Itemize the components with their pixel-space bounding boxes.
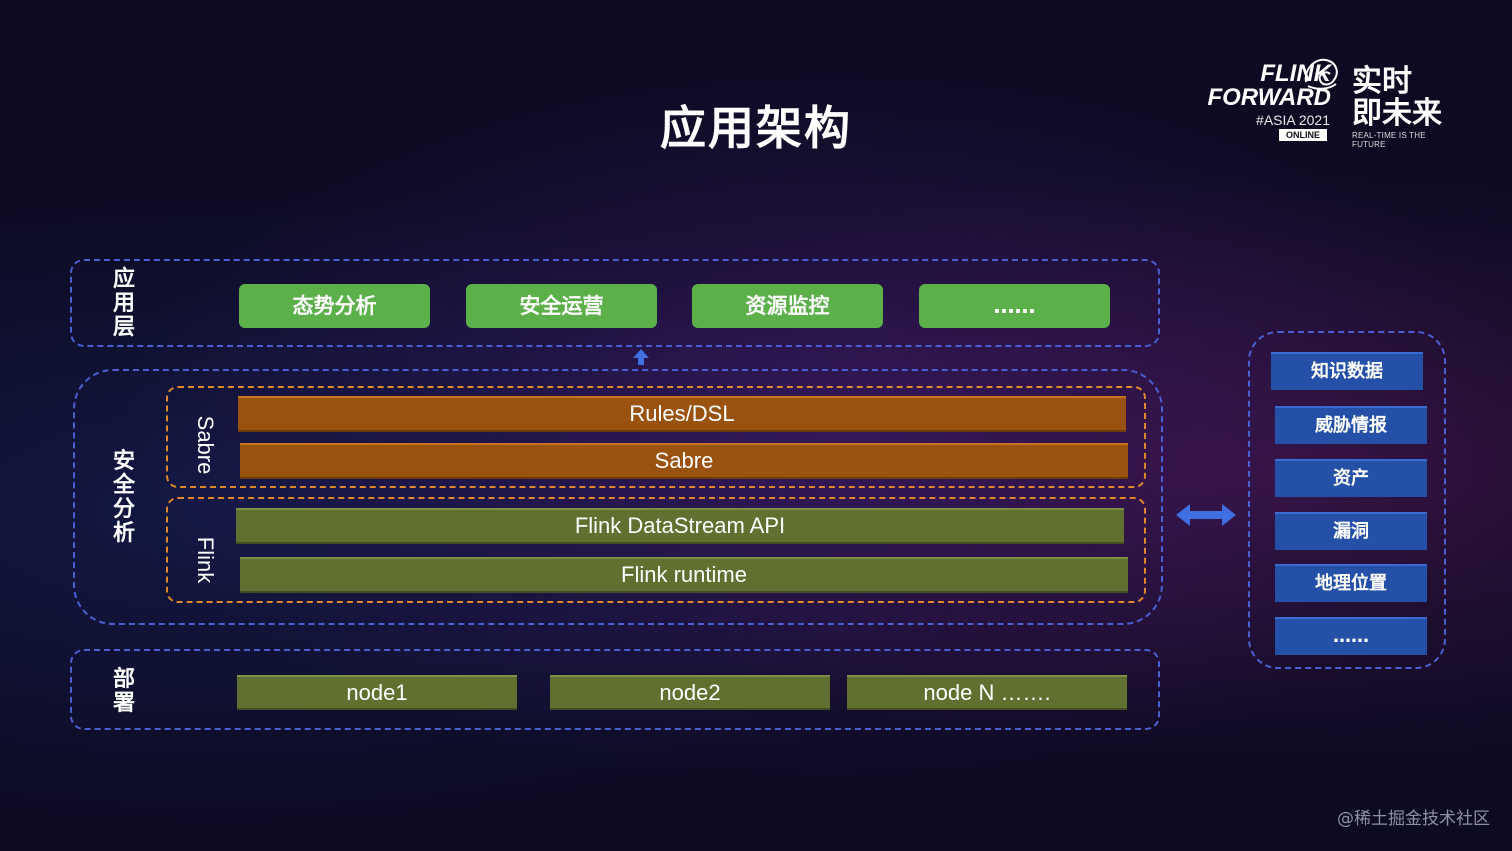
node-2: node2: [550, 675, 830, 710]
double-arrow-icon: [1176, 504, 1236, 526]
knowledge-item-vulnerabilities[interactable]: 漏洞: [1275, 512, 1427, 550]
security-layer-label-text: 安 全 分 析: [112, 449, 135, 546]
app-item-more[interactable]: ……: [919, 284, 1110, 328]
bar-sabre: Sabre: [240, 443, 1128, 479]
flink-group-label: Flink: [193, 536, 218, 584]
flink-group-frame: [166, 497, 1146, 603]
deploy-layer-label-text: 部 署: [112, 667, 135, 716]
logo-tagline: REAL-TIME IS THE FUTURE: [1352, 131, 1426, 149]
node-n: node N …….: [847, 675, 1127, 710]
logo-flink-text: FLINK FORWARD: [1196, 62, 1331, 110]
knowledge-item-assets[interactable]: 资产: [1275, 459, 1427, 497]
knowledge-item-threat-intel[interactable]: 威胁情报: [1275, 406, 1427, 444]
arrow-up-icon: [633, 349, 649, 365]
security-layer-label: 安 全 分 析: [110, 450, 138, 546]
knowledge-item-data[interactable]: 知识数据: [1271, 352, 1423, 390]
knowledge-item-geolocation[interactable]: 地理位置: [1275, 564, 1427, 602]
app-layer-frame: [70, 259, 1160, 347]
logo-asia-text: #ASIA 2021: [1256, 112, 1330, 128]
bar-flink-datastream-api: Flink DataStream API: [236, 508, 1124, 544]
sabre-group-label: Sabre: [193, 415, 218, 475]
watermark: @稀土掘金技术社区: [1337, 809, 1490, 829]
app-layer-label: 应 用 层: [110, 268, 138, 340]
app-layer-label-text: 应 用 层: [112, 267, 135, 340]
node-1: node1: [237, 675, 517, 710]
logo-flink-line1: FLINK: [1260, 60, 1331, 87]
app-item-secops[interactable]: 安全运营: [466, 284, 657, 328]
squirrel-logo-icon: [1304, 58, 1338, 90]
page-title: 应用架构: [660, 101, 852, 155]
knowledge-item-more[interactable]: ……: [1275, 617, 1427, 655]
knowledge-frame: [1248, 331, 1446, 669]
logo-online-badge: ONLINE: [1279, 129, 1327, 141]
bar-flink-runtime: Flink runtime: [240, 557, 1128, 593]
app-item-situation[interactable]: 态势分析: [239, 284, 430, 328]
deploy-layer-label: 部 署: [110, 668, 138, 716]
logo-flink-line2: FORWARD: [1207, 84, 1331, 111]
app-item-resource-monitor[interactable]: 资源监控: [692, 284, 883, 328]
sabre-group-frame: [166, 386, 1146, 488]
bar-rules-dsl: Rules/DSL: [238, 396, 1126, 432]
logo-slogan-line1: 实时: [1352, 64, 1412, 99]
deploy-layer-frame: [70, 649, 1160, 730]
security-layer-frame: [73, 369, 1163, 625]
logo-slogan-cn: 实时 即未来: [1352, 66, 1452, 130]
logo-slogan-line2: 即未来: [1352, 96, 1442, 131]
